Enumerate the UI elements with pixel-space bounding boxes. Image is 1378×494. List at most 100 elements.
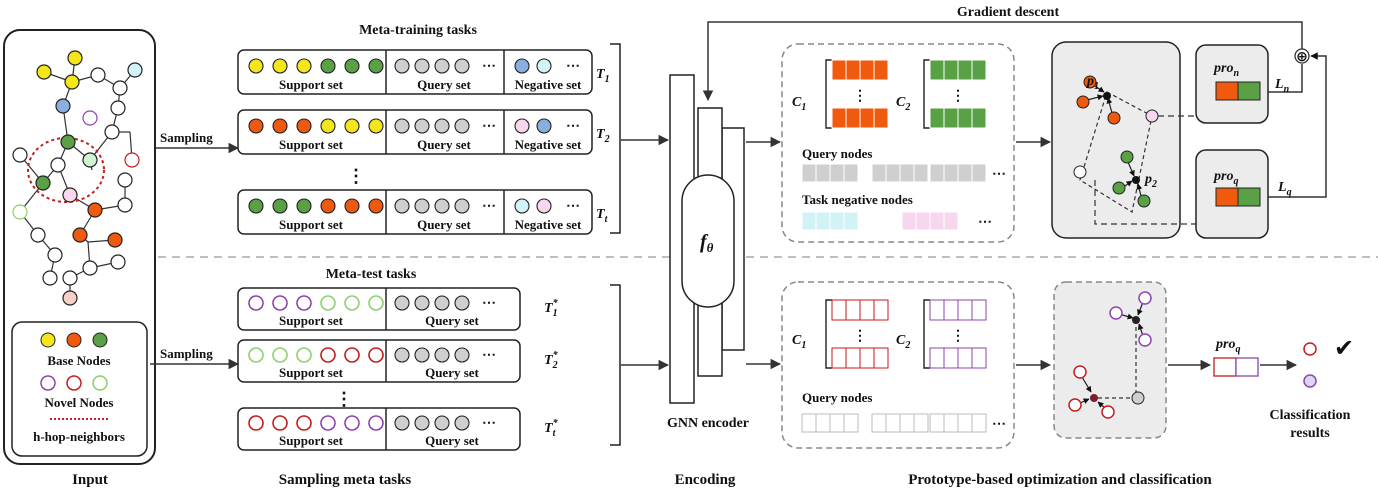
support-node [368,198,384,214]
test-pro-q-purple-cell [1235,357,1259,377]
query-node [454,58,470,74]
query-ellipsis: ⋯ [482,416,496,431]
train-task-vdots: ⋮ [347,166,365,186]
query-node [434,118,450,134]
input-nodes [12,50,143,306]
pro-q-orange-cell [1215,187,1239,207]
query-node [394,295,410,311]
support-node [320,295,336,311]
query-set-label: Query set [417,217,471,232]
train-task-label: T1 [596,67,610,85]
c1-embedding-cell [831,107,847,129]
test-query-embedding-cell [871,413,887,433]
support-node [344,58,360,74]
query-node [394,58,410,74]
query-set-label: Query set [425,313,479,328]
query-node [434,295,450,311]
support-node [272,415,288,431]
negative-embedding-ellipsis: ⋯ [978,215,992,230]
c1-embedding-cell [845,107,861,129]
legend-novel-purple [40,375,56,391]
gradient-descent-arrow [702,21,1303,102]
c1-embedding-cell [831,59,847,81]
test-c1-embedding-cell [831,347,847,369]
test-c2-label: C2 [896,333,910,351]
query-embedding-cell [885,163,901,183]
c2-embedding-cell [957,107,973,129]
test-c1-embedding-cell [859,299,875,321]
query-node [414,347,430,363]
query-node [394,347,410,363]
query-ellipsis: ⋯ [482,348,496,363]
train-prototype-graph [1073,75,1227,225]
test-query-embedding-cell [843,413,859,433]
test-embedding-box [781,281,1015,449]
lq-label: Lq [1277,180,1292,198]
test-c1-bracket [825,299,832,369]
negative-embedding-cell [801,211,817,231]
support-node [368,58,384,74]
negative-set-label: Negative set [515,77,582,92]
negative-embedding-cell [829,211,845,231]
test-c2-embedding-cell [943,347,959,369]
support-node [248,347,264,363]
support-node [296,118,312,134]
query-node [414,295,430,311]
test-c1-embedding-cell [845,347,861,369]
legend-box [11,321,148,457]
support-node [368,118,384,134]
query-node [434,198,450,214]
support-node [272,118,288,134]
test-pro-q-red-cell [1213,357,1237,377]
query-set-label: Query set [417,77,471,92]
gnn-encoder-label: GNN encoder [667,416,749,431]
negative-ellipsis: ⋯ [566,59,580,74]
train-task-label: T2 [596,127,610,145]
sampling-label-test: Sampling [160,346,213,361]
legend-base-orange [66,332,82,348]
test-c1-embedding-cell [873,347,889,369]
support-node [272,347,288,363]
query-node [454,118,470,134]
support-node [320,347,336,363]
test-query-embedding-cell [957,413,973,433]
support-node [344,118,360,134]
train-task-label: Tt [596,207,609,225]
c2-vdots: ⋮ [951,89,965,104]
support-node [296,295,312,311]
sampling-label-train: Sampling [160,130,213,145]
query-node [394,198,410,214]
support-set-label: Support set [279,137,344,152]
c1-embedding-cell [873,107,889,129]
query-ellipsis: ⋯ [482,59,496,74]
sum-symbol: ⊕ [1296,48,1308,64]
query-node [434,58,450,74]
negative-embedding-cell [901,211,917,231]
support-node [248,58,264,74]
query-node [414,58,430,74]
ln-label: Ln [1274,77,1290,95]
support-set-label: Support set [279,77,344,92]
c2-bracket [923,59,930,129]
query-embedding-cell [815,163,831,183]
support-node [344,415,360,431]
negative-node [536,198,552,214]
support-node [296,198,312,214]
query-node [454,198,470,214]
query-set-label: Query set [417,137,471,152]
test-prototype-graph [1068,291,1152,419]
pro-n-green-cell [1237,81,1261,101]
train-bracket [610,43,621,234]
c2-embedding-cell [971,59,987,81]
test-c2-embedding-cell [929,299,945,321]
test-query-embedding-cell [929,413,945,433]
support-set-label: Support set [279,365,344,380]
test-task-label: T*t [544,418,559,439]
test-c1-vdots: ⋮ [853,329,867,344]
test-query-embedding-cell [829,413,845,433]
support-node [272,198,288,214]
